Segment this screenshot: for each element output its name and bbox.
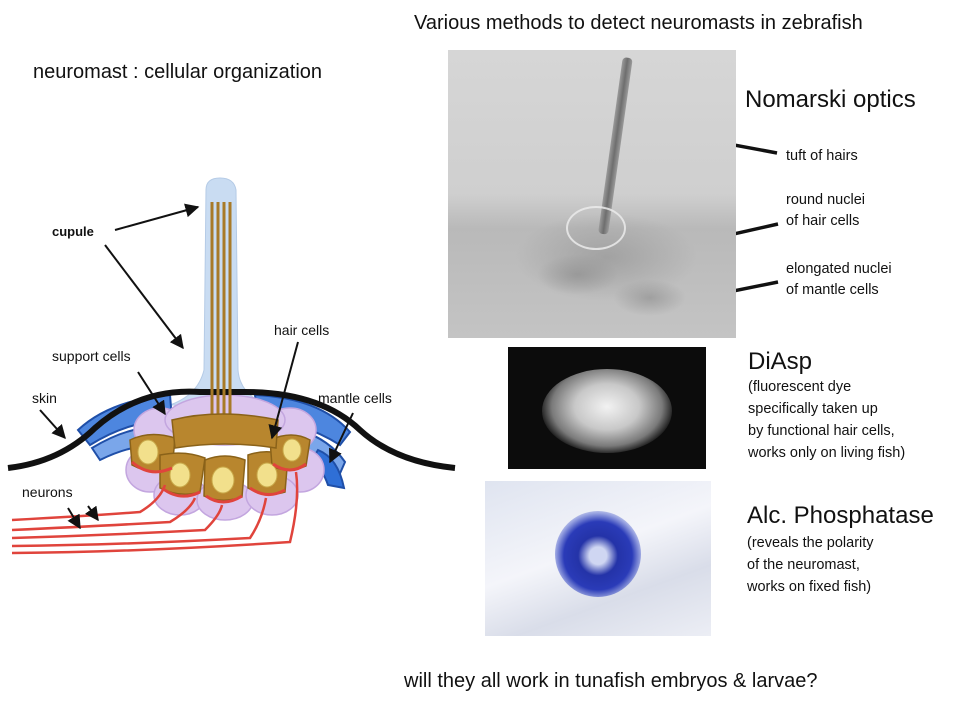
label-cupule: cupule [52,224,94,239]
diasp-micrograph [508,347,706,469]
label-neurons: neurons [22,484,73,500]
skin-line [7,388,456,471]
hair-cell-nucleus [566,206,626,250]
stained-neuromast [555,511,641,597]
diasp-line-2: specifically taken up [748,401,878,417]
nomarski-micrograph [448,50,736,338]
annotation-elongated-2: of mantle cells [786,282,879,298]
alc-phosphatase-micrograph [485,481,711,636]
annotation-tuft: tuft of hairs [786,148,858,164]
diasp-line-3: by functional hair cells, [748,423,895,439]
annotation-round-nuclei-2: of hair cells [786,213,860,229]
label-arrows [39,203,354,530]
label-skin: skin [32,390,57,406]
label-mantle-cells: mantle cells [318,390,392,406]
label-hair-cells: hair cells [274,322,330,338]
hair-cells [129,413,311,501]
footer-question: will they all work in tunafish embryos &… [404,670,818,692]
label-support-cells: support cells [52,348,131,364]
diasp-line-4: works only on living fish) [748,445,906,461]
neuron-fibers [11,471,299,555]
nomarski-title: Nomarski optics [745,86,916,113]
page-title: Various methods to detect neuromasts in … [414,12,863,34]
annotation-round-nuclei-1: round nuclei [786,192,865,208]
hair-bundle [210,202,232,420]
diasp-title: DiAsp [748,348,813,375]
synapse-outlines [131,460,307,504]
annotation-elongated-1: elongated nuclei [786,261,892,277]
alc-title: Alc. Phosphatase [747,502,934,529]
alc-line-1: (reveals the polarity [747,535,874,551]
alc-line-2: of the neuromast, [747,557,860,573]
diagram-title: neuromast : cellular organization [33,61,323,83]
diasp-line-1: (fluorescent dye [748,379,852,395]
fluorescent-neuromast [542,369,672,453]
alc-line-3: works on fixed fish) [747,579,872,595]
